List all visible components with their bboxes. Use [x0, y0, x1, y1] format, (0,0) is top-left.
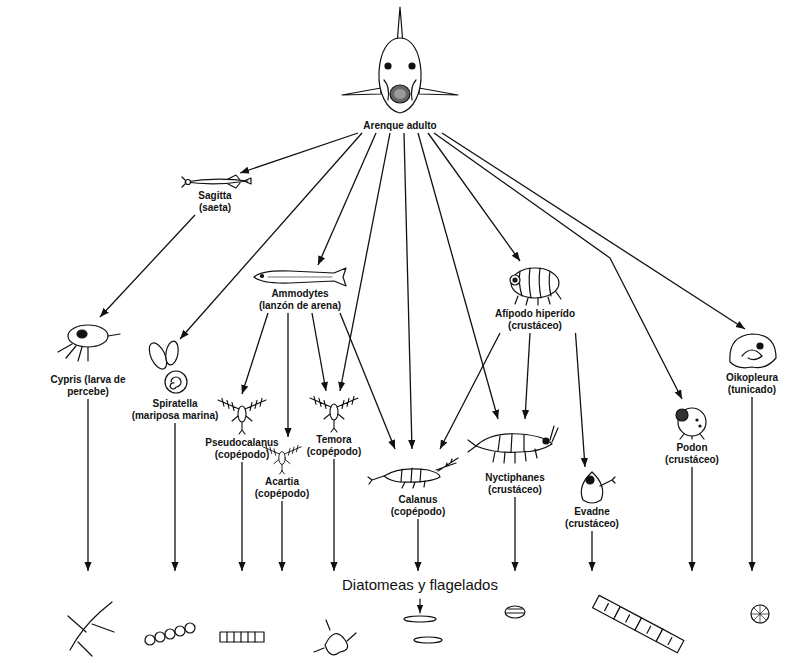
feeding-arrow: [242, 313, 268, 394]
organism-label: Ammodytes (lanzón de arena): [257, 288, 343, 312]
sagitta-drawing: [182, 175, 251, 188]
organism-label: Pseudocalanus (copépodo): [204, 437, 281, 461]
calanus-drawing: [368, 458, 458, 488]
evadne-drawing: [581, 472, 615, 503]
producer-band: Diatomeas y flagelados: [50, 572, 790, 662]
feeding-arrow: [417, 519, 418, 571]
organism-label: Calanus (copépodo): [389, 494, 447, 518]
feeding-arrow: [174, 423, 175, 571]
feeding-arrow: [428, 133, 520, 261]
feeding-arrow: [241, 462, 242, 571]
organism-node: Calanus (copépodo): [376, 450, 460, 518]
organism-node: Spiratella (mariposa marina): [128, 340, 222, 422]
organism-label: Spiratella (mariposa marina): [130, 398, 220, 422]
organism-label: Oikopleura (tunicado): [724, 372, 780, 396]
feeding-arrow: [333, 459, 334, 571]
krill-drawing: [468, 426, 558, 463]
feeding-arrow: [525, 333, 530, 419]
organism-node: Nyctiphanes (crustáceo): [473, 420, 557, 496]
feeding-arrow: [340, 313, 395, 449]
feeding-arrow: [576, 333, 586, 467]
feeding-arrow: [418, 133, 498, 419]
organism-node: Temora (copépodo): [303, 392, 365, 458]
cypris-drawing: [58, 325, 120, 361]
organism-node: Arenque adulto: [353, 8, 447, 132]
amphipod-drawing: [510, 268, 561, 305]
feeding-arrow: [691, 467, 692, 571]
herring-drawing: [342, 7, 458, 113]
feeding-arrow: [404, 133, 412, 449]
organism-node: Oikopleura (tunicado): [722, 330, 782, 396]
feeding-arrow: [434, 133, 682, 399]
feeding-arrow: [281, 501, 282, 571]
sand-eel-drawing: [254, 268, 346, 286]
band-label: Diatomeas y flagelados: [50, 576, 790, 594]
organism-label: Cypris (larva de percebe): [44, 374, 133, 398]
feeding-arrow: [87, 399, 88, 571]
feeding-arrow: [591, 531, 592, 571]
feeding-arrow: [318, 133, 376, 265]
podon-drawing: [676, 408, 706, 439]
feeding-arrow: [440, 333, 500, 449]
diatom-drawings: [68, 595, 769, 656]
organism-node: Podon (crustáceo): [662, 400, 723, 466]
organism-node: Pseudocalanus (copépodo): [202, 395, 283, 461]
feeding-arrow: [180, 133, 362, 339]
organism-label: Arenque adulto: [362, 120, 439, 132]
feeding-arrow: [100, 215, 195, 317]
organism-label: Afípodo hiperído (crustáceo): [494, 308, 577, 332]
feeding-arrow: [340, 133, 390, 391]
organism-node: Ammodytes (lanzón de arena): [248, 266, 352, 312]
feeding-arrow: [751, 397, 752, 571]
organism-label: Sagitta (saeta): [197, 190, 234, 214]
organism-node: Afípodo hiperído (crustáceo): [492, 262, 579, 332]
organism-node: Cypris (larva de percebe): [42, 318, 135, 398]
organism-label: Evadne (crustáceo): [564, 506, 621, 530]
feeding-arrow: [287, 313, 288, 437]
sea-butterfly-drawing: [146, 340, 187, 393]
organism-node: Sagitta (saeta): [178, 174, 252, 214]
organism-label: Nyctiphanes (crustáceo): [484, 472, 547, 496]
feeding-arrow: [442, 133, 745, 329]
organism-node: Evadne (crustáceo): [562, 468, 623, 530]
feeding-arrow: [312, 313, 326, 391]
organism-label: Podon (crustáceo): [664, 442, 721, 466]
feeding-arrow: [514, 497, 515, 571]
feeding-arrow: [240, 133, 358, 173]
organism-label: Acartia (copépodo): [253, 476, 311, 500]
oikopleura-drawing: [730, 334, 776, 368]
organism-label: Temora (copépodo): [305, 434, 363, 458]
organism-node: Acartia (copépodo): [251, 438, 313, 500]
